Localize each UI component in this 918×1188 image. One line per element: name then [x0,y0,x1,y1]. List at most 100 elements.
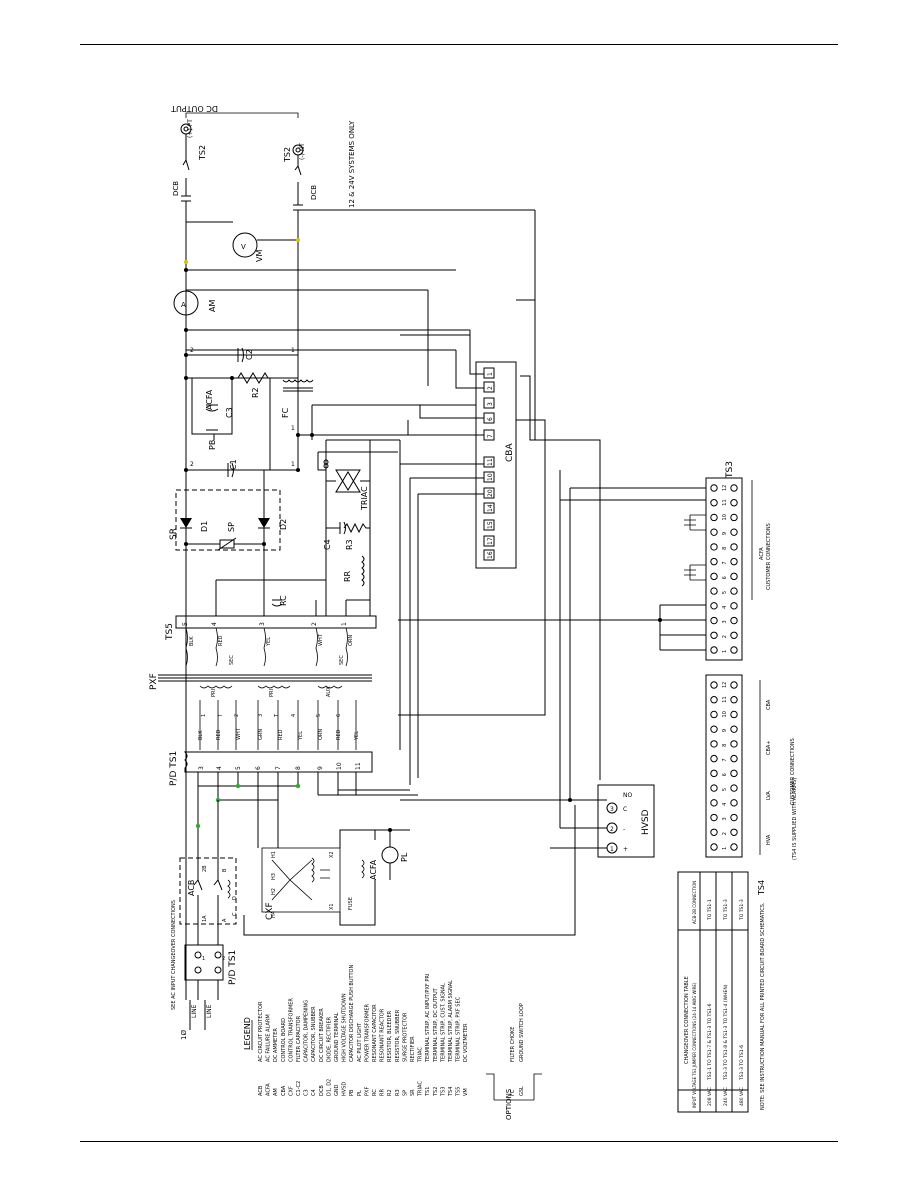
svg-text:3: 3 [610,806,614,813]
line-label-2: LINE [206,1004,213,1018]
terminal-screw [710,784,718,792]
cxf-label: CXF [265,902,275,920]
svg-text:2: 2 [222,956,225,962]
legend-description: CAPACITOR, DAMPENING [304,1000,310,1062]
terminal-screw [730,631,738,639]
terminal-screw [710,799,718,807]
legend-title: LEGEND [243,1017,252,1050]
c2-label: C2 [245,349,254,360]
pb-label: PB [208,440,217,450]
svg-text:16: 16 [487,551,494,559]
terminal-screw [730,754,738,763]
terminal-number: 10 [722,514,728,520]
svg-text:+: + [623,846,628,853]
legend-description: AC PILOT LIGHT [357,1022,363,1062]
rectifier-section: SR D1 D2 SP [169,470,288,616]
c1-label: C1 [229,459,238,470]
svg-text:11: 11 [355,762,362,770]
svg-text:3: 3 [259,622,266,626]
terminal-number: 3 [722,620,728,623]
option-code: GSL [519,1086,525,1096]
legend-description: SURGE PROTECTOR [402,1012,408,1062]
terminal-screw [710,631,718,639]
terminal-screw [710,754,718,763]
table-cell: TS1-3 TO TS1-6 [739,1045,745,1081]
dc-output-section: DC OUTPUT (+) PT TS2 (-) NT TS2 DCB DCB … [171,104,470,1000]
table-cell: TO TS1-3 [723,899,729,921]
svg-text:4: 4 [216,766,223,770]
r2-label: R2 [251,387,260,398]
page-bottom-rule [80,1141,838,1142]
terminal-number: 5 [722,591,728,594]
table-cell: TO TS1-3 [739,899,745,921]
legend-description: CAPACITOR DISCHARGE PUSH BUTTON [349,965,355,1062]
wire-color-label: GRN [258,729,264,740]
terminal-number: 6 [722,773,728,776]
terminal-screw [730,616,738,625]
dcb-label-right: DCB [310,185,318,200]
svg-text:X1: X1 [329,903,335,910]
svg-text:17: 17 [487,537,494,545]
terminal-screw [710,769,718,778]
svg-text:NO: NO [623,792,632,799]
terminal-screw [730,602,738,610]
terminal-screw [710,499,718,507]
cba-plus-label: CBA+ [766,740,772,755]
terminal-screw [730,710,738,719]
legend-code: SR [410,1089,416,1096]
sec-label-1: SEC [229,655,235,665]
terminal-screw [730,784,738,792]
am-label: AM [208,300,217,312]
option-code: FC [510,1089,516,1096]
terminal-number: 11 [722,499,728,505]
svg-text:5: 5 [235,766,242,770]
legend-code: CXF [288,1086,294,1096]
wire-color-label: WHT [318,633,324,646]
legend-code: AM [273,1088,279,1096]
wire-color-label: ORN [348,635,354,646]
terminal-screw [710,646,718,654]
c3-label: C3 [225,407,234,418]
terminal-screw [730,828,738,836]
svg-text:1: 1 [487,372,494,376]
table-cell: 240 VAC [723,1087,729,1106]
terminal-screw [730,696,738,704]
wire-color-label: RED [278,729,284,740]
svg-text:4: 4 [291,714,297,717]
svg-text:-: - [623,826,625,833]
ts2-positive-label: (+) PT [187,119,194,138]
legend-code: TS4 [448,1087,454,1097]
changeover-table: CHANGEOVER CONNECTION TABLE INPUT VOLTAG… [677,871,766,1113]
terminal-number: 12 [722,485,728,491]
dc-output-label: DC OUTPUT [171,104,218,113]
svg-text:3: 3 [487,402,494,406]
ts5-terminal-strip: TS5 5 4 3 2 1 RC BLK RED YEL WHT ORN SEC… [165,579,377,667]
terminal-screw [710,572,718,581]
table-cell: TS1-1 TO TS1-7 & TS1-3 TO TS1-6 [707,1003,713,1081]
terminal-screw [710,710,718,719]
legend-description: GROUND TERMINAL [334,1012,340,1062]
one-phase-label: 1Ø [180,1030,188,1040]
filter-section: C2 2 1 R2 ACFA C3 PB FC 1 C1 2 1 [184,334,476,478]
cxf-transformer: CXF H1 H3 H2 H4 X2 X1 FUSE ACFA PL [257,800,410,926]
pilot-light [381,846,399,864]
svg-text:D: D [232,896,238,900]
terminal-screw [710,843,718,851]
pd-ts1-terminal-strip: P/D TS1 3 4 5 6 7 8 9 10 11 [169,751,418,860]
terminal-screw [730,557,738,566]
svg-text:T: T [274,713,280,718]
wire-color-label: YEL [354,731,360,741]
legend-code: TS5 [456,1087,462,1097]
terminal-number: 7 [722,758,728,761]
page-top-rule [80,44,838,45]
terminal-number: 2 [722,832,728,835]
hvsd-label: HVSD [641,809,651,835]
terminal-screw [730,740,738,748]
legend-code: SP [402,1090,408,1096]
legend-description: CAPACITOR, SNUBBER [311,1006,317,1062]
svg-text:2: 2 [234,714,240,717]
svg-text:V: V [241,243,246,251]
svg-text:X2: X2 [329,851,335,858]
